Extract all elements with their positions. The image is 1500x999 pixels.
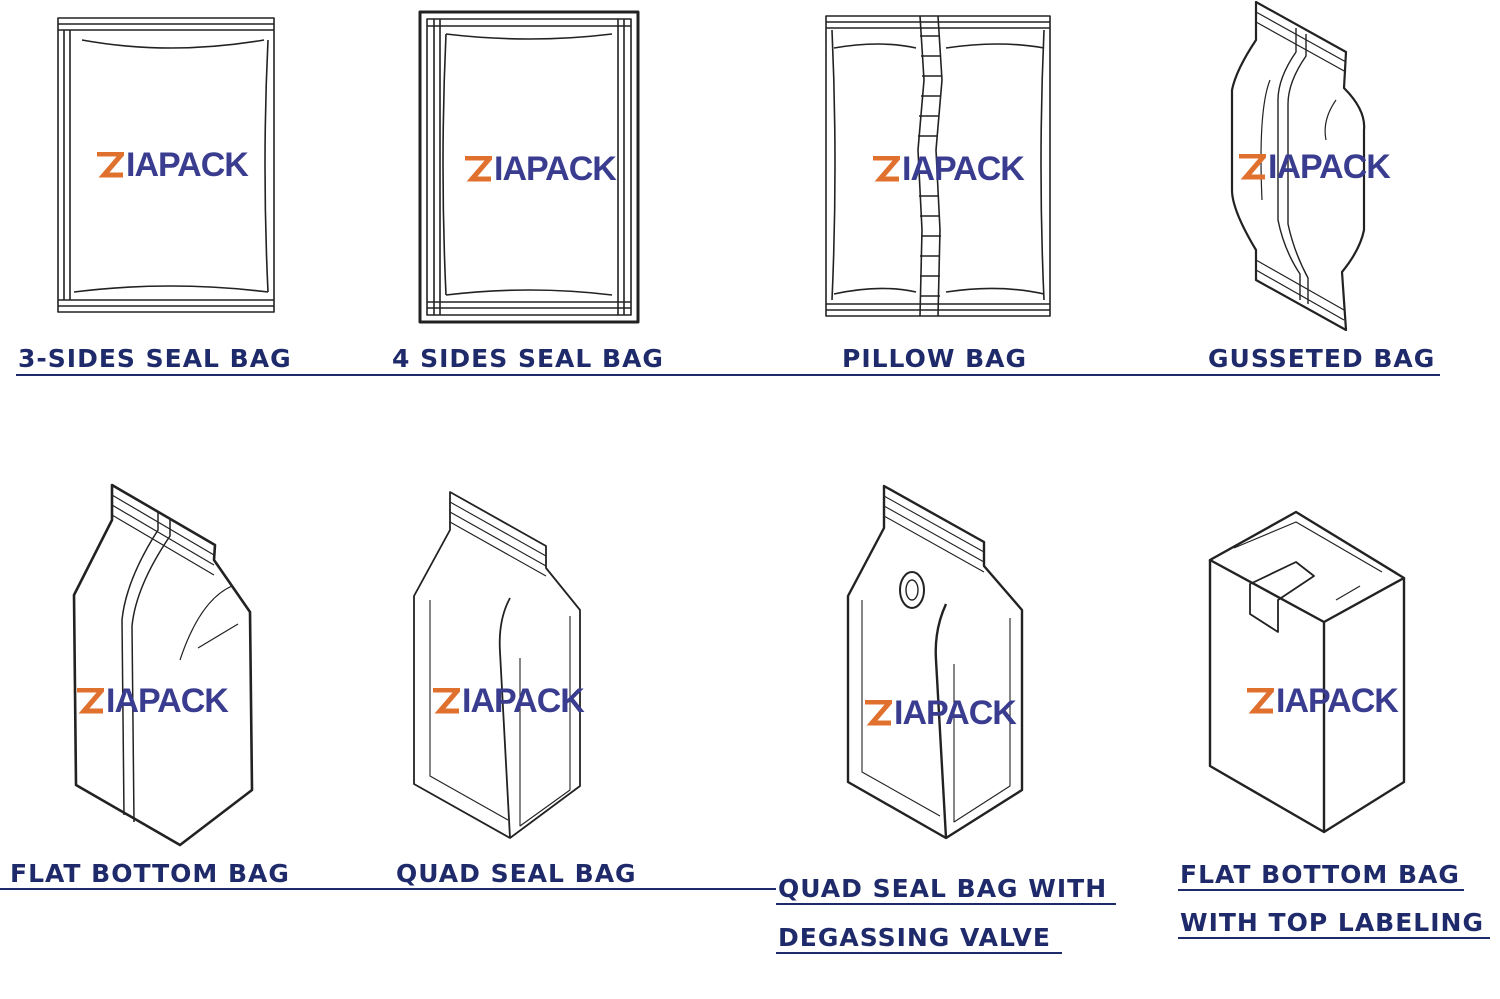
logo-text: IAPACK: [1268, 148, 1391, 186]
logo-text: IAPACK: [894, 694, 1017, 732]
three-side-seal-bag-drawing: [57, 17, 275, 313]
bag-label-flat-bottom: FLAT BOTTOM BAG: [10, 859, 290, 888]
four-side-seal-bag-drawing: [418, 10, 640, 324]
logo: IAPACK: [464, 150, 617, 188]
z-logo-icon: [465, 156, 492, 182]
flat-bottom-bag-drawing: [72, 483, 254, 847]
toplabel-underline-2: [1178, 937, 1490, 939]
bag-label-flat-bottom-top-label-line1: FLAT BOTTOM BAG: [1180, 860, 1460, 889]
z-logo-icon: [433, 688, 460, 714]
quad-seal-valve-bag-drawing: [846, 484, 1024, 840]
z-logo-icon: [873, 156, 900, 182]
logo: IAPACK: [96, 146, 249, 184]
z-logo-icon: [77, 688, 104, 714]
logo-text: IAPACK: [106, 682, 229, 720]
row1-underline: [16, 374, 1440, 376]
z-logo-icon: [1239, 154, 1266, 180]
bag-label-pillow: PILLOW BAG: [842, 344, 1028, 373]
logo-text: IAPACK: [902, 150, 1025, 188]
bag-label-flat-bottom-top-label-line2: WITH TOP LABELING: [1180, 908, 1484, 937]
z-logo-icon: [97, 152, 124, 178]
bag-label-quad-seal-valve-line1: QUAD SEAL BAG WITH: [778, 874, 1108, 903]
logo-text: IAPACK: [126, 146, 249, 184]
quad-seal-bag-drawing: [413, 491, 581, 839]
pillow-bag-drawing: [825, 15, 1051, 317]
bag-label-3-sides-seal: 3-SIDES SEAL BAG: [18, 344, 292, 373]
logo: IAPACK: [76, 682, 229, 720]
row2-underline: [0, 888, 776, 890]
logo: IAPACK: [1238, 148, 1391, 186]
logo: IAPACK: [872, 150, 1025, 188]
logo-text: IAPACK: [462, 682, 585, 720]
gusseted-bag-drawing: [1230, 0, 1366, 332]
logo: IAPACK: [432, 682, 585, 720]
bag-label-4-sides-seal: 4 SIDES SEAL BAG: [392, 344, 664, 373]
z-logo-icon: [865, 700, 892, 726]
logo-text: IAPACK: [494, 150, 617, 188]
bag-label-quad-seal-valve-line2: DEGASSING VALVE: [778, 923, 1051, 952]
logo: IAPACK: [1246, 682, 1399, 720]
flat-bottom-labeled-bag-drawing: [1208, 510, 1406, 834]
bag-label-quad-seal: QUAD SEAL BAG: [396, 859, 637, 888]
valve-underline-1: [776, 903, 1116, 905]
valve-underline-2: [776, 952, 1062, 954]
z-logo-icon: [1247, 688, 1274, 714]
logo-text: IAPACK: [1276, 682, 1399, 720]
logo: IAPACK: [864, 694, 1017, 732]
bag-label-gusseted: GUSSETED BAG: [1208, 344, 1436, 373]
toplabel-underline-1: [1178, 889, 1464, 891]
